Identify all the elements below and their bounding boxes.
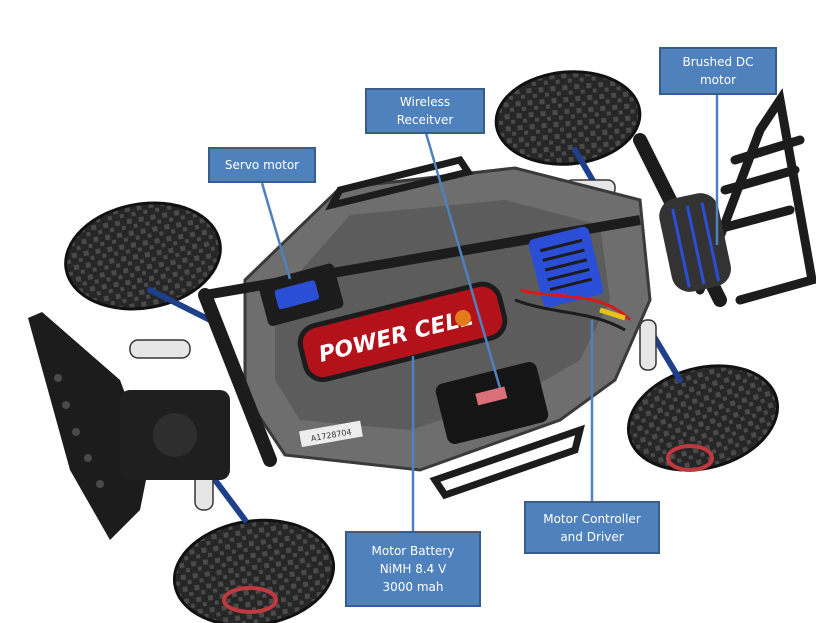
leader-servo bbox=[260, 182, 292, 280]
brushed-motor bbox=[659, 193, 731, 292]
callout-receiver-line-1: Wireless bbox=[399, 95, 451, 109]
rear-bumper bbox=[28, 312, 150, 540]
leader-receiver bbox=[424, 132, 502, 389]
callout-battery-line-1: Motor Battery bbox=[371, 544, 455, 558]
tire-front-right bbox=[626, 364, 780, 472]
tire-rear-left bbox=[64, 201, 222, 311]
rear-gearbox bbox=[120, 390, 230, 480]
tire-rear-right bbox=[172, 518, 336, 623]
esc-unit bbox=[528, 226, 604, 308]
callout-servo-motor: Servo motor bbox=[208, 147, 316, 183]
callout-wireless-receiver: Wireless Receitver bbox=[365, 88, 485, 134]
nerf-bar-bottom bbox=[429, 424, 585, 500]
tire-front-left bbox=[494, 70, 642, 166]
callout-battery-line-3: 3000 mah bbox=[382, 580, 444, 594]
callout-servo-line-1: Servo motor bbox=[224, 158, 300, 172]
callout-receiver-line-2: Receitver bbox=[396, 113, 454, 127]
nerf-bar-top bbox=[325, 156, 474, 211]
callout-controller-line-2: and Driver bbox=[560, 529, 624, 544]
rear-arm bbox=[198, 288, 277, 467]
serial-sticker: A1728704 bbox=[299, 420, 363, 448]
servo-unit bbox=[258, 263, 344, 326]
bumper-holes bbox=[54, 374, 104, 488]
callout-motor-line-1: Brushed DC bbox=[682, 55, 754, 69]
callout-brushed-dc-motor: Brushed DC motor bbox=[659, 47, 777, 95]
callout-controller-line-1: Motor Controller bbox=[543, 511, 641, 526]
callout-motor-controller: Motor Controller and Driver bbox=[524, 501, 660, 554]
front-cage bbox=[695, 88, 816, 305]
receiver-box bbox=[435, 362, 549, 444]
leader-lines bbox=[260, 95, 719, 532]
callout-motor-line-2: motor bbox=[699, 73, 736, 87]
wires bbox=[514, 288, 632, 332]
callout-motor-battery: Motor Battery NiMH 8.4 V 3000 mah bbox=[345, 531, 481, 607]
callout-battery-line-2: NiMH 8.4 V bbox=[379, 562, 447, 576]
